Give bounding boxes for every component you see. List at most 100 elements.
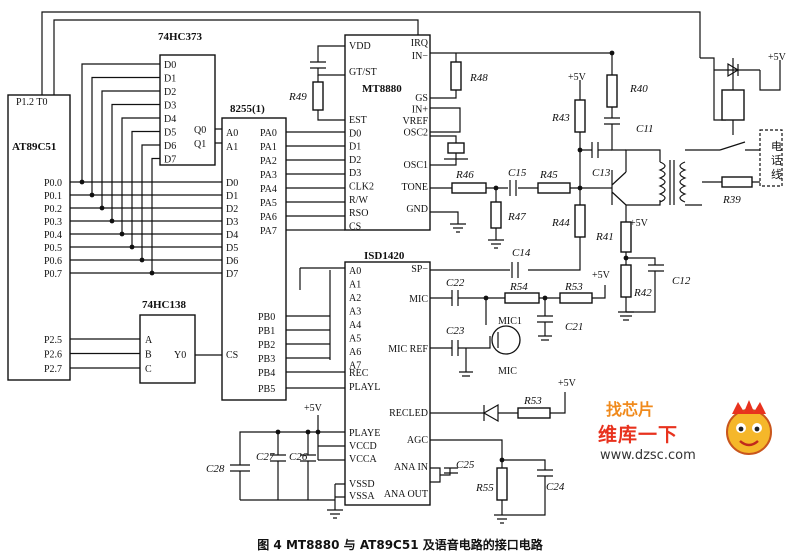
circuit-junction-6 — [483, 295, 489, 301]
label-r53-mic: R53 — [564, 281, 583, 293]
isd-left-pin-5: A5 — [349, 334, 361, 345]
ppi-pb-pin-1: PB1 — [258, 326, 275, 337]
bus-latch-tap-4 — [121, 117, 160, 234]
circuit-junction-2 — [609, 50, 615, 56]
mt8880-left-pin-low-0: EST — [349, 115, 367, 126]
data-bus-wires — [70, 63, 222, 369]
label-c21: C21 — [565, 321, 583, 333]
phone-line-char: 电 — [771, 140, 782, 153]
mcu-p0-pin-2: P0.2 — [44, 204, 62, 215]
label-r40: R40 — [629, 83, 648, 95]
latch-d-pin-1: D1 — [164, 74, 176, 85]
passive-components — [230, 45, 783, 524]
label-c24: C24 — [546, 481, 565, 493]
isd-right-pin-ana-1: ANA OUT — [384, 489, 428, 500]
label-r53-led: R53 — [523, 395, 542, 407]
bus-latch-tap-6 — [141, 144, 160, 260]
isd-left-pin-7: A7 — [349, 361, 361, 372]
circuit-junction-5 — [542, 295, 548, 301]
ppi-d-pin-2: D2 — [226, 204, 238, 215]
label-c11: C11 — [636, 123, 654, 135]
decoder-y0-pin: Y0 — [174, 350, 186, 361]
mt8880-left-pin-0: VDD — [349, 41, 371, 52]
watermark-top-text: 找芯片 — [606, 400, 655, 419]
circuit-junction-7 — [315, 429, 321, 435]
label-r44: R44 — [551, 217, 570, 229]
ppi-pa-pin-3: PA3 — [260, 170, 277, 181]
figure-caption: 图 4 MT8880 与 AT89C51 及语音电路的接口电路 — [257, 538, 543, 552]
isd-left-pin-low-1: PLAYL — [349, 382, 380, 393]
watermark-url: www.dzsc.com — [600, 448, 696, 463]
ppi-pa-pin-6: PA6 — [260, 212, 277, 223]
mt8880-right-pin-mid-0: GS — [415, 93, 428, 104]
label-c22: C22 — [446, 277, 465, 289]
isd-right-pin-mic-0: MIC — [409, 294, 428, 305]
mcu-p2-pin-1: P2.6 — [44, 350, 62, 361]
label-r54: R54 — [509, 281, 528, 293]
ppi-pb-pin-low-1: PB5 — [258, 384, 275, 395]
mt8880-right-pin-1: IN− — [412, 51, 429, 62]
isd-left-pin-low-0: REC — [349, 368, 369, 379]
mt8880-right-pin-mid-2: VREF — [402, 116, 428, 127]
decoder-in-pin-0: A — [145, 335, 153, 346]
isd-ground-pin-0: VSSD — [349, 479, 375, 490]
ppi-a-pin-0: A0 — [226, 128, 238, 139]
ppi-a-pin-1: A1 — [226, 142, 238, 153]
supply-5v-relay: +5V — [768, 52, 787, 63]
circuit-junction-10 — [499, 457, 505, 463]
latch-q-pin-0: Q0 — [194, 125, 206, 136]
isd-supply-pin-2: VCCA — [349, 454, 378, 465]
circuit-junction-9 — [305, 429, 311, 435]
mt8880-right-pin-low-1: TONE — [402, 182, 428, 193]
latch-d-pin-6: D6 — [164, 141, 176, 152]
label-c26: C26 — [289, 451, 308, 463]
isd-left-pin-1: A1 — [349, 280, 361, 291]
mt8880-left-pin-low-7: RSO — [349, 208, 368, 219]
bus-latch-tap-7 — [151, 157, 160, 273]
label-r41: R41 — [595, 231, 614, 243]
mt8880-left-pin-low-5: CLK2 — [349, 182, 374, 193]
isd-right-pin-mid-0: RECLED — [389, 408, 428, 419]
isd-left-pin-6: A6 — [349, 347, 361, 358]
isd1420-name: ISD1420 — [364, 250, 405, 262]
ppi-pa-pin-1: PA1 — [260, 142, 277, 153]
latch-d-pin-5: D5 — [164, 128, 176, 139]
ppi-d-pin-6: D6 — [226, 256, 238, 267]
mt8880-right-pin-0: IRQ — [411, 38, 429, 49]
ppi-pa-pin-4: PA4 — [260, 184, 277, 195]
decoder-in-pin-1: B — [145, 350, 152, 361]
circuit-junction-1 — [493, 185, 499, 191]
supply-5v-isd: +5V — [304, 403, 323, 414]
mcu-p0-pins: P0.0P0.1P0.2P0.3P0.4P0.5P0.6P0.7 — [44, 178, 62, 280]
label-r45: R45 — [539, 169, 558, 181]
mcu-p2-pin-2: P2.7 — [44, 364, 62, 375]
latch-q-pin-1: Q1 — [194, 139, 206, 150]
phone-line-char: 线 — [771, 167, 782, 181]
isd-ground-pin-1: VSSA — [349, 491, 375, 502]
label-r39: R39 — [722, 194, 741, 206]
isd-left-pin-0: A0 — [349, 266, 361, 277]
mt8880-name: MT8880 — [362, 83, 402, 95]
ppi-pa-pin-5: PA5 — [260, 198, 277, 209]
watermark-brand-text: 维库一下 — [598, 424, 679, 446]
label-c23: C23 — [446, 325, 465, 337]
mt8880-left-pin-low-2: D1 — [349, 142, 361, 153]
latch-d-pin-0: D0 — [164, 60, 176, 71]
ppi-pa-pin-2: PA2 — [260, 156, 277, 167]
mcu-p0-pin-5: P0.5 — [44, 243, 62, 254]
circuit-junction-8 — [275, 429, 281, 435]
isd-left-pin-3: A3 — [349, 307, 361, 318]
mcu-p0-pin-1: P0.1 — [44, 191, 62, 202]
latch-d-pin-4: D4 — [164, 114, 176, 125]
latch-d-pin-2: D2 — [164, 87, 176, 98]
mcu-top-pins: P1.2 T0 — [16, 97, 48, 108]
label-mic1: MIC1 — [498, 316, 522, 327]
phone-line-label: 电话线 — [771, 140, 782, 181]
label-c14: C14 — [512, 247, 531, 259]
mt8880-left-pin-1: GT/ST — [349, 67, 377, 78]
decoder-in-pin-2: C — [145, 364, 152, 375]
